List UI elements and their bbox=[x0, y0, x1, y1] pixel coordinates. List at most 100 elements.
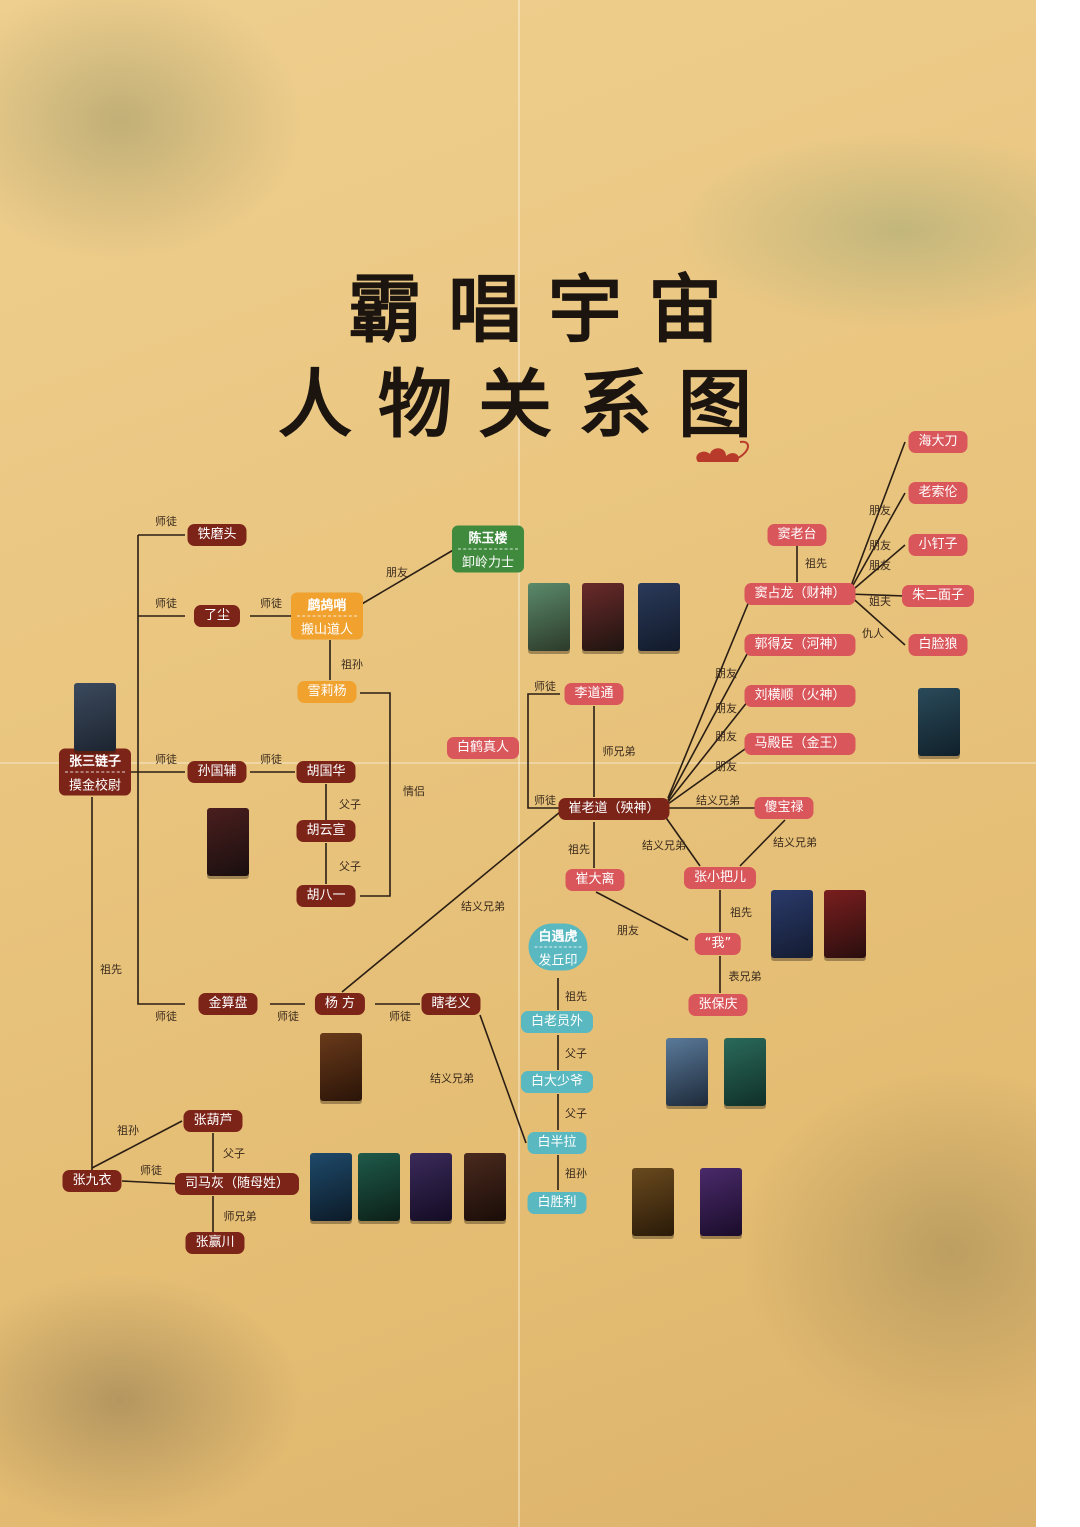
node-baiyuhu-name: 白遇虎 bbox=[538, 929, 578, 945]
node-mojinxiaowei: 摸金校尉 bbox=[68, 778, 122, 794]
relation-label: 祖先 bbox=[100, 963, 122, 976]
relation-label: 祖孙 bbox=[565, 1167, 587, 1180]
relation-label: 师徒 bbox=[140, 1164, 162, 1177]
fold-line-horizontal bbox=[0, 762, 1036, 764]
node-xielinglishi: 卸岭力士 bbox=[461, 555, 515, 571]
node-cuidali: 崔大离 bbox=[565, 869, 625, 891]
node-divider bbox=[64, 771, 126, 773]
auspicious-cloud-icon bbox=[696, 440, 749, 462]
book-cover-image bbox=[912, 688, 966, 766]
node-doulaotai: 窦老台 bbox=[767, 524, 827, 546]
book-cover-image bbox=[201, 808, 255, 886]
relation-label: 父子 bbox=[565, 1047, 587, 1060]
node-chenyulou-name: 陈玉楼 bbox=[468, 531, 508, 547]
relation-label: 父子 bbox=[339, 798, 361, 811]
relation-label: 仇人 bbox=[862, 627, 884, 640]
relation-label: 师徒 bbox=[277, 1010, 299, 1023]
relation-label: 祖先 bbox=[730, 906, 752, 919]
relation-label: 祖孙 bbox=[117, 1124, 139, 1137]
node-haidadao: 海大刀 bbox=[908, 431, 968, 453]
node-guodeyou: 郭得友（河神） bbox=[744, 634, 856, 656]
node-divider bbox=[296, 615, 358, 617]
node-baidashaoye: 白大少爷 bbox=[520, 1071, 594, 1093]
node-xiaodingzi: 小钉子 bbox=[908, 534, 968, 556]
node-faqiuyin: 发丘印 bbox=[538, 953, 578, 969]
node-zhuermianzi: 朱二面子 bbox=[901, 585, 975, 607]
relation-label: 师徒 bbox=[155, 515, 177, 528]
node-zhangjiuyi: 张九衣 bbox=[62, 1170, 122, 1192]
book-cover-image bbox=[632, 583, 686, 661]
relation-label: 朋友 bbox=[715, 730, 737, 743]
node-tiemotou: 铁磨头 bbox=[187, 524, 247, 546]
node-liuhengshun: 刘横顺（火神） bbox=[744, 685, 856, 707]
node-douzhanlong: 窦占龙（财神） bbox=[744, 583, 856, 605]
book-cover-image bbox=[352, 1153, 406, 1231]
scan-margin bbox=[1036, 0, 1080, 1527]
book-cover-image bbox=[404, 1153, 458, 1231]
book-cover-image bbox=[818, 890, 872, 968]
node-huguohua: 胡国华 bbox=[296, 761, 356, 783]
poster-title-line2: 人物关系图 bbox=[278, 362, 778, 448]
book-cover-image bbox=[314, 1033, 368, 1111]
fold-line-vertical bbox=[518, 0, 520, 1527]
book-cover-image bbox=[304, 1153, 358, 1231]
node-yangfang: 杨 方 bbox=[314, 993, 366, 1015]
book-cover-image bbox=[68, 683, 122, 761]
node-baihezhenren: 白鹤真人 bbox=[446, 737, 520, 759]
relation-label: 师徒 bbox=[389, 1010, 411, 1023]
relation-label: 情侣 bbox=[403, 785, 425, 798]
book-cover-image bbox=[660, 1038, 714, 1116]
node-zhangxiaobaer: 张小把儿 bbox=[683, 867, 757, 889]
node-bailianlang: 白脸狼 bbox=[908, 634, 968, 656]
node-huyunxuan: 胡云宣 bbox=[296, 820, 356, 842]
relation-label: 朋友 bbox=[715, 760, 737, 773]
book-cover-image bbox=[718, 1038, 772, 1116]
node-shabaolu: 傻宝禄 bbox=[754, 797, 814, 819]
relation-label: 师徒 bbox=[534, 680, 556, 693]
relation-label: 父子 bbox=[223, 1147, 245, 1160]
relation-label: 父子 bbox=[565, 1107, 587, 1120]
node-zhangsanlianzi-name: 张三链子 bbox=[68, 754, 122, 770]
node-lidaotong: 李道通 bbox=[564, 683, 624, 705]
node-hubayi: 胡八一 bbox=[296, 885, 356, 907]
relation-label: 结义兄弟 bbox=[430, 1072, 474, 1085]
node-baiyuhu: 白遇虎 发丘印 bbox=[528, 923, 588, 971]
node-zhanghulu: 张葫芦 bbox=[183, 1110, 243, 1132]
book-cover-image bbox=[576, 583, 630, 661]
relation-label: 祖先 bbox=[565, 990, 587, 1003]
node-madianchen: 马殿臣（金王） bbox=[744, 733, 856, 755]
node-zhegushao: 鹧鸪哨 搬山道人 bbox=[290, 592, 364, 640]
node-zhangsanlianzi: 张三链子 摸金校尉 bbox=[58, 748, 132, 796]
relation-label: 姐夫 bbox=[869, 595, 891, 608]
relation-label: 师徒 bbox=[155, 597, 177, 610]
relation-label: 结义兄弟 bbox=[696, 794, 740, 807]
node-divider bbox=[457, 548, 519, 550]
poster-title-line1: 霸唱宇宙 bbox=[348, 267, 748, 353]
node-simahui: 司马灰（随母姓） bbox=[174, 1173, 300, 1195]
relation-label: 朋友 bbox=[869, 539, 891, 552]
node-sunguofu: 孙国辅 bbox=[187, 761, 247, 783]
relation-label: 结义兄弟 bbox=[773, 836, 817, 849]
relation-label: 朋友 bbox=[386, 566, 408, 579]
node-divider bbox=[534, 946, 582, 948]
relation-label: 朋友 bbox=[869, 504, 891, 517]
relation-label: 结义兄弟 bbox=[642, 839, 686, 852]
node-laosuolun: 老索伦 bbox=[908, 482, 968, 504]
relation-label: 师徒 bbox=[260, 753, 282, 766]
relation-label: 朋友 bbox=[715, 702, 737, 715]
relation-label: 祖先 bbox=[805, 557, 827, 570]
node-jinsuanpan: 金算盘 bbox=[198, 993, 258, 1015]
node-zhangyingchuan: 张赢川 bbox=[185, 1232, 245, 1254]
relation-label: 祖先 bbox=[568, 843, 590, 856]
relation-label: 朋友 bbox=[715, 667, 737, 680]
relation-label: 师兄弟 bbox=[602, 745, 636, 758]
relation-label: 师徒 bbox=[534, 794, 556, 807]
node-liaochen: 了尘 bbox=[193, 605, 241, 627]
relation-label: 结义兄弟 bbox=[461, 900, 505, 913]
relation-label: 朋友 bbox=[869, 559, 891, 572]
book-cover-image bbox=[626, 1168, 680, 1246]
relation-label: 表兄弟 bbox=[728, 970, 762, 983]
node-xueliyang: 雪莉杨 bbox=[297, 681, 357, 703]
relation-label: 师兄弟 bbox=[223, 1210, 257, 1223]
